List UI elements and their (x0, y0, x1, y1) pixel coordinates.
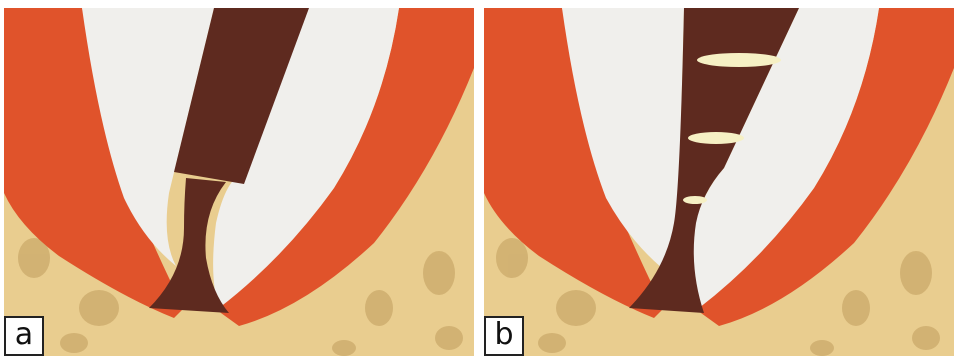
panel-label-a: a (4, 316, 44, 356)
void-1 (697, 53, 781, 67)
tooth-cross-section-a (4, 8, 474, 356)
void-3 (683, 196, 707, 204)
tooth-cross-section-b (484, 8, 954, 356)
void-2 (688, 132, 744, 144)
panel-label-b: b (484, 316, 524, 356)
panel-b: b (484, 8, 954, 356)
panel-a: a (4, 8, 474, 356)
